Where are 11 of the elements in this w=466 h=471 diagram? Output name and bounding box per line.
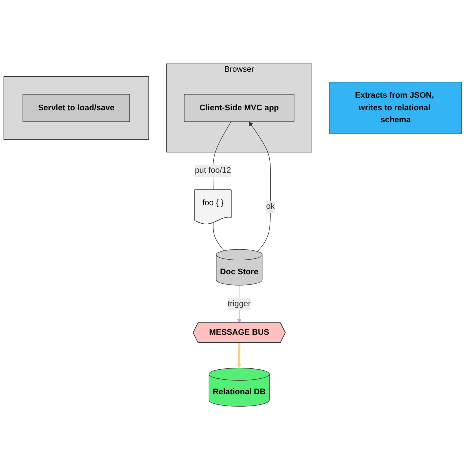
node-box: Extracts from JSON, writes to relational schema xyxy=(330,82,462,135)
edge-label: ok xyxy=(266,202,275,212)
edge-label: trigger xyxy=(228,300,251,308)
node-box: Client-Side MVC app xyxy=(184,94,295,122)
node-box: Servlet to load/save xyxy=(22,94,130,122)
arrow xyxy=(248,122,271,252)
arrow xyxy=(237,343,242,369)
connector xyxy=(213,223,224,252)
edge-label: put foo/12 xyxy=(195,166,232,176)
cluster xyxy=(4,76,150,140)
arrow xyxy=(237,285,242,324)
